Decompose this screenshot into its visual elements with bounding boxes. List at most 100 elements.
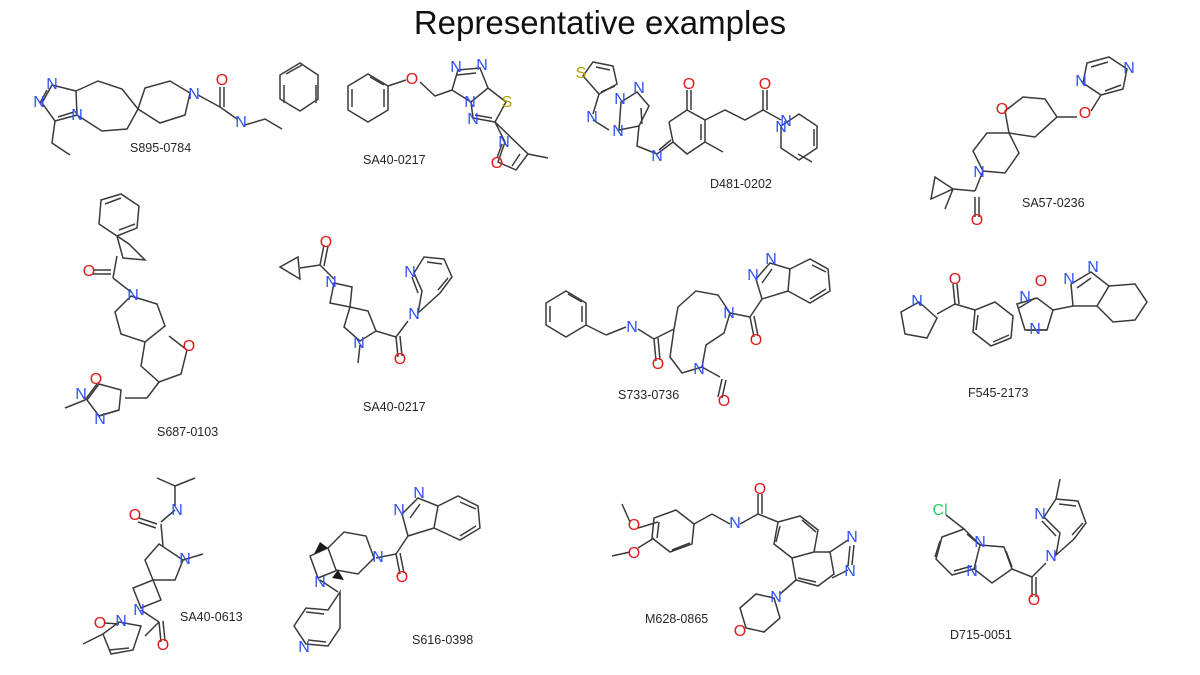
molecule-caption-d481-0202: D481-0202: [710, 177, 772, 191]
atom-label-o: O: [971, 212, 983, 229]
atom-label-n: N: [780, 113, 792, 130]
molecule-structure-m628-0865: O O N O N N N O: [611, 481, 882, 665]
atom-label-n: N: [729, 515, 741, 532]
atom-label-o: O: [406, 71, 418, 88]
atom-label-n: N: [464, 94, 476, 111]
molecule-structure-s687-0103: O N O O N N: [55, 192, 255, 442]
atom-label-o: O: [759, 76, 771, 93]
atom-label-n: N: [314, 574, 326, 591]
atom-label-o: O: [683, 76, 695, 93]
molecule-structure-s895-0784: N N N N O N: [30, 55, 320, 170]
atom-label-n: N: [298, 639, 310, 656]
atom-label-n: N: [775, 119, 787, 136]
atom-label-n: N: [1063, 271, 1075, 288]
atom-label-n: N: [844, 563, 856, 580]
atom-label-n: N: [846, 529, 858, 546]
molecule-structure-s616-0398: N O N N N N: [293, 480, 550, 656]
atom-label-o: O: [1079, 105, 1091, 122]
molecule-structure-s733-0736: N O N N O O N N: [540, 251, 831, 410]
atom-label-o: O: [734, 623, 746, 640]
atom-label-s: S: [502, 94, 513, 111]
molecule-structure-sa40-0613: O N N N O N O: [45, 477, 275, 663]
molecule-caption-s616-0398: S616-0398: [412, 633, 474, 647]
page-title: Representative examples: [413, 4, 787, 41]
atom-label-n: N: [911, 293, 923, 310]
atom-label-n: N: [1045, 548, 1057, 565]
atom-label-n: N: [1034, 506, 1046, 523]
atom-label-n: N: [46, 76, 58, 93]
atom-label-o: O: [628, 517, 640, 534]
atom-label-n: N: [71, 107, 83, 124]
atom-label-n: N: [1029, 321, 1041, 338]
atom-label-n: N: [498, 134, 510, 151]
atom-label-n: N: [325, 274, 337, 291]
atom-label-n: N: [467, 111, 479, 128]
atom-label-o: O: [90, 371, 102, 388]
molecule-structure-sa57-0236: N N O O N O: [905, 55, 1175, 230]
atom-label-n: N: [413, 485, 425, 502]
atom-label-n: N: [1123, 60, 1135, 77]
atom-label-n: N: [353, 335, 365, 352]
atom-label-o: O: [1028, 592, 1040, 609]
molecule-caption-s895-0784: S895-0784: [130, 141, 192, 155]
atom-label-o: O: [652, 356, 664, 373]
atom-label-n: N: [974, 534, 986, 551]
atom-label-n: N: [1019, 289, 1031, 306]
atom-label-n: N: [476, 57, 488, 74]
atom-label-o: O: [320, 234, 332, 251]
atom-label-n: N: [75, 386, 87, 403]
atom-label-o: O: [216, 72, 228, 89]
atom-label-n: N: [33, 94, 45, 111]
atom-label-n: N: [94, 411, 106, 428]
atom-label-n: N: [747, 267, 759, 284]
atom-label-n: N: [127, 287, 139, 304]
atom-label-o: O: [718, 393, 730, 410]
molecule-structure-sa40-0217-row2: O N N O N N: [272, 234, 472, 388]
atom-label-n: N: [633, 80, 645, 97]
atom-label-o: O: [949, 271, 961, 288]
molecule-structure-d481-0202: S N N N N N O O N N: [565, 58, 845, 188]
atom-label-n: N: [973, 164, 985, 181]
atom-label-n: N: [723, 305, 735, 322]
molecule-caption-sa40-0217-top: SA40-0217: [363, 153, 426, 167]
molecule-structure-sa40-0217-top: O N N N N S N O: [340, 57, 565, 203]
atom-label-n: N: [586, 109, 598, 126]
atom-label-n: N: [408, 306, 420, 323]
atom-label-o: O: [628, 545, 640, 562]
atom-label-n: N: [651, 148, 663, 165]
atom-label-o: O: [394, 351, 406, 368]
molecule-caption-sa57-0236: SA57-0236: [1022, 196, 1085, 210]
atom-label-o: O: [1035, 273, 1047, 290]
atom-label-n: N: [966, 563, 978, 580]
atom-label-s: S: [576, 65, 587, 82]
atom-label-n: N: [765, 251, 777, 268]
molecule-caption-s687-0103: S687-0103: [157, 425, 219, 439]
atom-label-n: N: [614, 91, 626, 108]
atom-label-o: O: [396, 569, 408, 586]
molecule-caption-sa40-0613: SA40-0613: [180, 610, 243, 624]
molecule-caption-m628-0865: M628-0865: [645, 612, 709, 626]
atom-label-o: O: [157, 637, 169, 654]
atom-label-n: N: [770, 589, 782, 606]
molecule-caption-f545-2173: F545-2173: [968, 386, 1029, 400]
atom-label-n: N: [171, 502, 183, 519]
atom-label-o: O: [129, 507, 141, 524]
atom-label-n: N: [404, 264, 416, 281]
atom-label-o: O: [754, 481, 766, 498]
atom-label-n: N: [372, 549, 384, 566]
atom-label-n: N: [1087, 259, 1099, 276]
atom-label-o: O: [491, 155, 503, 172]
atom-label-cl: Cl: [932, 502, 947, 519]
molecule-caption-s733-0736: S733-0736: [618, 388, 680, 402]
atom-label-n: N: [612, 123, 624, 140]
molecule-structure-d715-0051: Cl N N N N O: [920, 478, 1180, 660]
atom-label-o: O: [750, 332, 762, 349]
atom-label-o: O: [183, 338, 195, 355]
molecule-caption-sa40-0217-row2: SA40-0217: [363, 400, 426, 414]
atom-label-n: N: [450, 59, 462, 76]
molecule-caption-d715-0051: D715-0051: [950, 628, 1012, 642]
molecule-structure-f545-2173: N O N O N N N: [895, 258, 1175, 378]
atom-label-n: N: [179, 551, 191, 568]
atom-label-o: O: [94, 615, 106, 632]
